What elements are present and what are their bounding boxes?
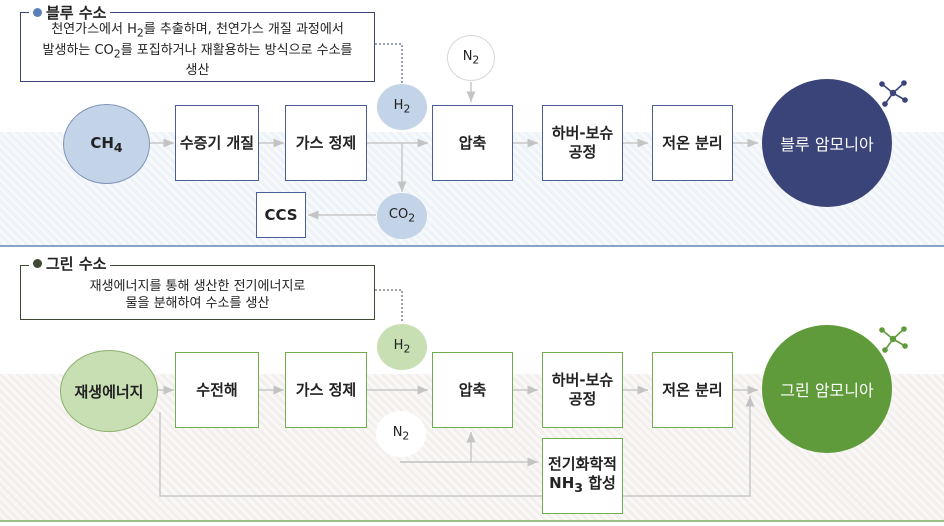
blue-source-ch4: CH4 (63, 104, 150, 184)
green-h2-node: H2 (377, 324, 427, 370)
blue-n2-node: N2 (447, 35, 495, 81)
blue-h2-node: H2 (377, 84, 427, 130)
blue-desc-line2: 발생하는 CO (42, 42, 114, 58)
green-ammonia-product: 그린 암모니아 (762, 325, 892, 453)
green-n2-node: N2 (376, 411, 426, 457)
green-step-electrochemical-nh3: 전기화학적 NH3 합성 (542, 438, 623, 514)
callout-leader (375, 289, 403, 322)
blue-band-baseline (0, 245, 944, 247)
green-desc-line2: 물을 분해하여 수소를 생산 (125, 295, 270, 311)
blue-step-gas-purification: 가스 정제 (285, 105, 367, 181)
green-source-renewable: 재생에너지 (60, 350, 158, 432)
blue-desc-line1: 천연가스에서 H (51, 21, 137, 37)
green-step-gas-purification: 가스 정제 (285, 352, 367, 428)
blue-ccs-box: CCS (256, 192, 306, 238)
blue-section-title: 블루 수소 (29, 3, 111, 22)
green-bullet-icon (33, 258, 42, 268)
green-desc-line1: 재생에너지를 통해 생산한 전기에너지로 (89, 278, 306, 294)
green-section-title: 그린 수소 (29, 254, 111, 273)
blue-step-cryogenic-separation: 저온 분리 (652, 105, 733, 181)
blue-bullet-icon (33, 7, 42, 17)
green-band-baseline (0, 520, 944, 522)
molecule-icon (879, 326, 908, 353)
molecule-icon (879, 80, 908, 107)
blue-step-compression: 압축 (432, 105, 513, 181)
green-step-cryogenic-separation: 저온 분리 (652, 352, 733, 428)
blue-step-steam-reforming: 수증기 개질 (175, 105, 259, 181)
blue-desc-line3: 생산 (185, 63, 210, 79)
callout-leader (375, 43, 403, 84)
blue-ammonia-product: 블루 암모니아 (762, 79, 892, 207)
green-description-callout: 재생에너지를 통해 생산한 전기에너지로 물을 분해하여 수소를 생산 (20, 265, 375, 320)
blue-description-callout: 천연가스에서 H2를 추출하며, 천연가스 개질 과정에서 발생하는 CO2를 … (20, 12, 375, 82)
blue-co2-node: CO2 (377, 193, 427, 239)
green-step-electrolysis: 수전해 (175, 352, 259, 428)
green-step-compression: 압축 (432, 352, 513, 428)
connector (159, 396, 755, 497)
